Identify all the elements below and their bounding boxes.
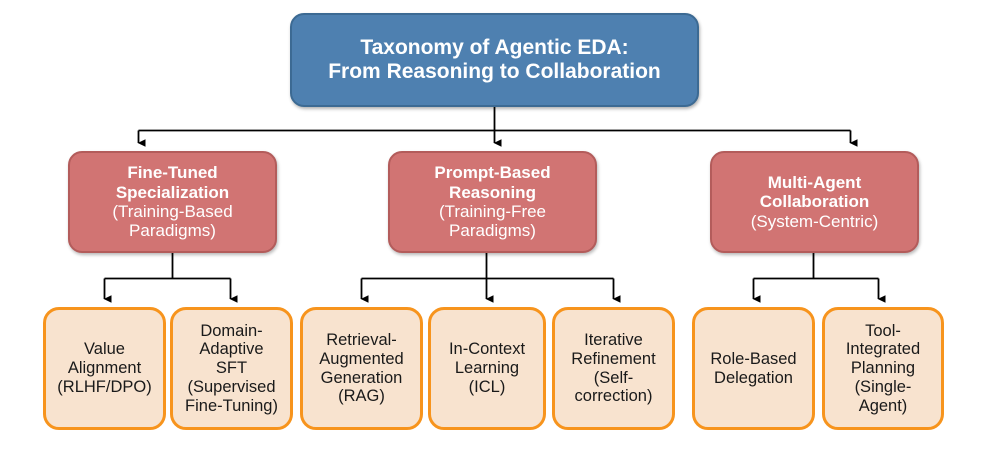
- leaf-1-line-2: Alignment: [67, 359, 142, 378]
- leaf-7-line-5: Agent): [858, 396, 908, 415]
- leaf-5-line-3: (Self-: [593, 368, 634, 387]
- category-3-title-line-2: Collaboration: [759, 192, 870, 212]
- leaf-4-line-2: Learning: [454, 359, 520, 378]
- leaf-1-line-3: (RLHF/DPO): [57, 377, 152, 396]
- node-category-multi-agent-collaboration[interactable]: Multi-Agent Collaboration (System-Centri…: [710, 151, 919, 253]
- leaf-2-line-1: Domain-: [200, 321, 263, 340]
- leaf-5-line-1: Iterative: [584, 330, 643, 349]
- leaf-7-line-4: (Single-: [854, 377, 912, 396]
- leaf-1-line-1: Value: [84, 340, 125, 359]
- leaf-2-line-4: (Supervised: [187, 377, 276, 396]
- category-2-title-line-1: Prompt-Based: [434, 163, 551, 183]
- leaf-3-line-1: Retrieval-: [326, 330, 397, 349]
- node-leaf-value-alignment[interactable]: Value Alignment (RLHF/DPO): [43, 307, 166, 430]
- leaf-6-line-2: Delegation: [714, 368, 793, 387]
- category-1-subtitle-line-1: (Training-Based: [112, 202, 233, 221]
- leaf-7-line-2: Integrated: [845, 340, 921, 359]
- node-leaf-iterative-refinement[interactable]: Iterative Refinement (Self- correction): [552, 307, 675, 430]
- node-leaf-in-context-learning[interactable]: In-Context Learning (ICL): [428, 307, 546, 430]
- category-1-title-line-1: Fine-Tuned: [127, 163, 218, 183]
- leaf-2-line-5: Fine-Tuning): [185, 396, 278, 415]
- leaf-3-line-3: Generation: [320, 368, 403, 387]
- category-3-title-line-1: Multi-Agent: [767, 172, 862, 192]
- node-root-taxonomy[interactable]: Taxonomy of Agentic EDA: From Reasoning …: [290, 13, 699, 107]
- leaf-4-line-1: In-Context: [448, 340, 526, 359]
- category-2-subtitle-line-1: (Training-Free: [438, 202, 547, 221]
- category-1-subtitle-line-2: Paradigms): [129, 221, 216, 241]
- root-title-line-1: Taxonomy of Agentic EDA:: [360, 36, 629, 60]
- node-category-fine-tuned-specialization[interactable]: Fine-Tuned Specialization (Training-Base…: [68, 151, 277, 253]
- node-leaf-domain-adaptive-sft[interactable]: Domain- Adaptive SFT (Supervised Fine-Tu…: [170, 307, 293, 430]
- leaf-7-line-3: Planning: [850, 359, 916, 378]
- category-1-title-line-2: Specialization: [115, 182, 230, 202]
- node-leaf-tool-integrated-planning[interactable]: Tool- Integrated Planning (Single- Agent…: [822, 307, 944, 430]
- category-2-title-line-2: Reasoning: [449, 182, 536, 202]
- leaf-2-line-2: Adaptive: [199, 340, 264, 359]
- node-leaf-role-based-delegation[interactable]: Role-Based Delegation: [692, 307, 815, 430]
- leaf-4-line-3: (ICL): [468, 377, 506, 396]
- leaf-3-line-4: (RAG): [338, 387, 385, 406]
- node-leaf-retrieval-augmented-generation[interactable]: Retrieval- Augmented Generation (RAG): [300, 307, 423, 430]
- leaf-5-line-4: correction): [574, 387, 653, 406]
- leaf-7-line-1: Tool-: [865, 321, 901, 340]
- category-2-subtitle-line-2: Paradigms): [449, 221, 536, 241]
- root-title-line-2: From Reasoning to Collaboration: [328, 60, 661, 83]
- leaf-3-line-2: Augmented: [319, 349, 404, 368]
- leaf-5-line-2: Refinement: [571, 349, 656, 368]
- leaf-2-line-3: SFT: [215, 359, 248, 378]
- category-3-subtitle-line-1: (System-Centric): [750, 211, 879, 231]
- node-category-prompt-based-reasoning[interactable]: Prompt-Based Reasoning (Training-Free Pa…: [388, 151, 597, 253]
- leaf-6-line-1: Role-Based: [710, 349, 797, 368]
